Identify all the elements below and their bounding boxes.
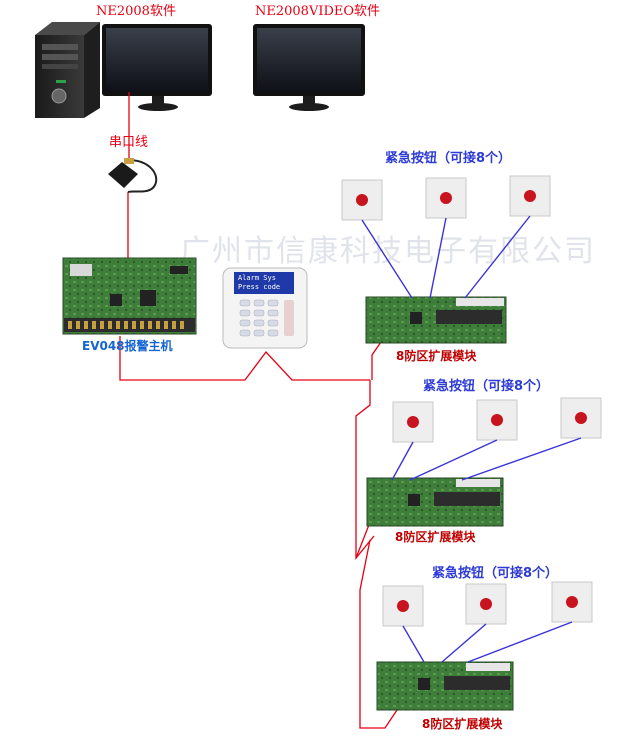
expansion-module-board-1	[365, 296, 507, 344]
panic-button-icon	[392, 401, 434, 443]
panic-button-icon	[560, 397, 602, 439]
keypad-icon	[222, 267, 308, 349]
serial-cable-label: 串口线	[109, 135, 149, 150]
button-group-3-title: 紧急按钮（可接8个）	[432, 566, 559, 581]
panic-button-icon	[465, 583, 507, 625]
blue-wiring	[361, 215, 582, 663]
keypad-screen-line-1: Alarm Sys	[238, 274, 276, 282]
software-ne2008-label: NE2008软件	[96, 4, 176, 19]
red-wiring	[119, 92, 398, 729]
panic-button-icon	[509, 175, 551, 217]
expansion-module-2-label: 8防区扩展模块	[395, 530, 476, 544]
button-group-1-title: 紧急按钮（可接8个）	[385, 151, 512, 166]
panic-button-icon	[341, 179, 383, 221]
panic-button-icon	[382, 585, 424, 627]
expansion-module-3-label: 8防区扩展模块	[422, 717, 503, 731]
keypad-screen-line-2: Press code	[238, 283, 281, 291]
button-group-2-title: 紧急按钮（可接8个）	[423, 379, 550, 394]
panic-button-group-3	[382, 581, 593, 627]
main-alarm-panel-board	[62, 257, 197, 335]
monitor-ne2008video-icon	[253, 24, 365, 111]
software-ne2008video-label: NE2008VIDEO软件	[255, 4, 381, 19]
expansion-module-board-2	[366, 477, 504, 527]
panic-button-icon	[551, 581, 593, 623]
monitor-ne2008-icon	[102, 24, 212, 111]
panic-button-group-1	[341, 175, 551, 221]
watermark: 广州市信康科技电子有限公司	[180, 234, 596, 269]
panic-button-icon	[476, 399, 518, 441]
main-panel-label: EV048报警主机	[82, 339, 173, 353]
panic-button-group-2	[392, 397, 602, 443]
pc-tower-icon	[35, 22, 100, 118]
serial-adapter-icon	[108, 158, 158, 193]
panic-button-icon	[425, 177, 467, 219]
expansion-module-board-3	[376, 661, 514, 711]
expansion-module-1-label: 8防区扩展模块	[396, 349, 477, 363]
